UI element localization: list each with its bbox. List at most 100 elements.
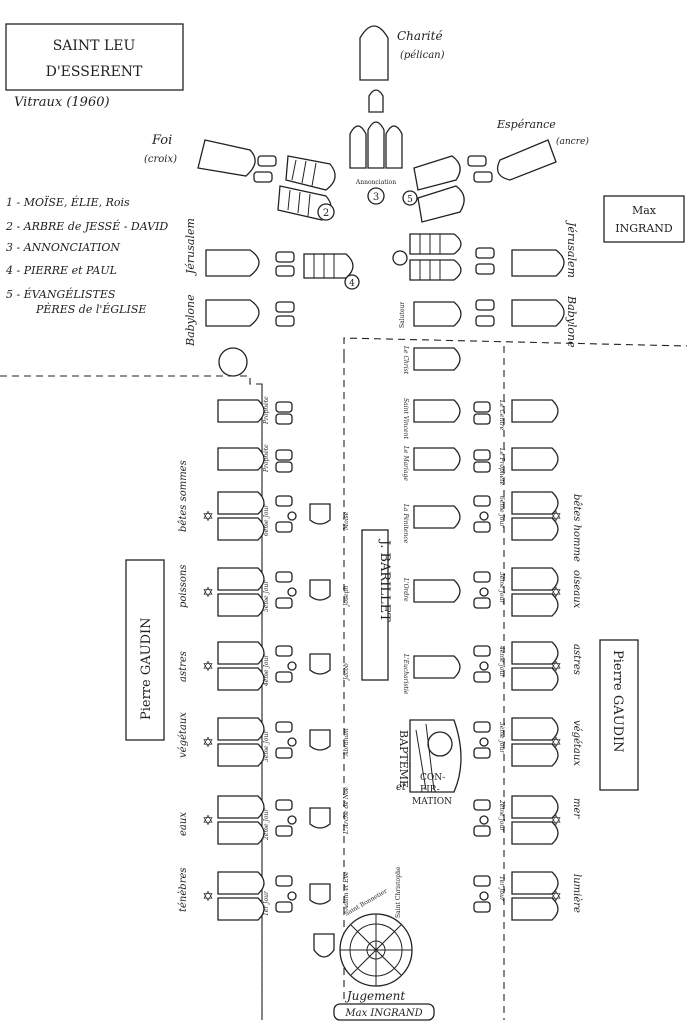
charite-sub: (pélican) (400, 50, 445, 61)
callout-4: 4 (349, 279, 355, 289)
star-icon: ✡ (550, 659, 562, 675)
nave-right-small-window (473, 645, 491, 657)
oculus-icon (287, 815, 297, 825)
jour-label-right: 4ème Jour (498, 645, 505, 678)
sacrament-label: Le Mariage (402, 445, 409, 481)
annonciation-label: Annonciation (355, 179, 396, 186)
upper-small-right-label: Le Prophète (498, 447, 505, 486)
nave-right-small-window (473, 747, 491, 759)
star-icon: ✡ (550, 735, 562, 751)
sacrament-label: L'Ordre (402, 577, 409, 602)
nave-left-small-window (275, 671, 293, 683)
nave-left-small-window (275, 495, 293, 507)
left-babylone: Babylone (184, 294, 197, 347)
oculus-icon (479, 815, 489, 825)
jour-label-right: 6ème Jour (498, 496, 505, 528)
choir-center-window (413, 301, 462, 327)
star-icon: ✡ (202, 735, 214, 751)
nave-left-label: L'Arche de Noé (343, 786, 350, 835)
left-outer-label: eaux (178, 812, 189, 836)
jesse-window-1 (285, 155, 336, 191)
foi-small-2 (253, 171, 273, 183)
nave-right-small-window (473, 461, 491, 473)
barillet-label: J. BARILLET (377, 538, 392, 622)
saluteur-label: Saluteur (399, 302, 406, 328)
oculus-icon (479, 587, 489, 597)
pierre-paul-window (303, 253, 354, 279)
nave-right-window (511, 717, 559, 741)
crossing-dashed-line-right (343, 337, 687, 356)
max-ingrand-box (603, 195, 685, 243)
nave-right-small-window (473, 495, 491, 507)
callout-4-circle (344, 274, 360, 290)
rose-side-window (313, 933, 335, 958)
star-icon: ✡ (202, 889, 214, 905)
star-icon: ✡ (550, 509, 562, 525)
nave-right-window (511, 491, 559, 515)
evangelistes-window-1 (409, 233, 462, 255)
nave-left-window (217, 517, 265, 541)
nave-left-window (217, 871, 265, 895)
legend: 1 - MOÏSE, ÉLIE, Rois 2 - ARBRE de JESSÉ… (5, 195, 168, 316)
right-outer-label: végétaux (571, 720, 582, 766)
nave-left-window (217, 491, 265, 515)
gaudin-right-box (599, 639, 639, 791)
right-babylone: Babylone (565, 295, 578, 348)
nave-left-label: Moïse (343, 511, 350, 531)
nave-center-left-window (309, 883, 331, 905)
title-box (5, 23, 184, 91)
nave-right-upper-window (511, 447, 559, 471)
legend-item-1: 1 - MOÏSE, ÉLIE, Rois (6, 195, 130, 209)
hatch (301, 160, 307, 184)
nave-left-small-window (275, 799, 293, 811)
nave-left-small-window (275, 401, 293, 413)
nave-left-window (217, 667, 265, 691)
right-outer-label: lumière (571, 874, 582, 913)
nave-left-window (217, 641, 265, 665)
nave-left-upper-window (217, 447, 265, 471)
star-icon: ✡ (202, 659, 214, 675)
hatch (415, 729, 427, 791)
apse-small-window (368, 89, 384, 113)
round-window (218, 347, 248, 377)
oculus-icon (479, 737, 489, 747)
nave-left-window (217, 897, 265, 921)
right-outer-label: mer (571, 798, 582, 819)
charite-window (359, 25, 389, 81)
nave-left-label: Adam et Ève (342, 871, 350, 911)
nave-right-small-window (473, 521, 491, 533)
nave-left-window (217, 743, 265, 767)
rose-side-left-label: Saint Bonnetier (344, 888, 389, 918)
hatch (425, 723, 435, 791)
oculus-icon (479, 661, 489, 671)
bapteme-line3: CON- (420, 773, 445, 783)
bapteme-rosette (427, 731, 453, 757)
choir-left-window-2 (205, 299, 260, 327)
crossing-dashed-line (0, 375, 263, 1020)
small (475, 315, 495, 327)
oculus-icon (479, 511, 489, 521)
bapteme-line5: MATION (412, 797, 452, 807)
nave-left-small-window (275, 825, 293, 837)
sacrament-window (413, 579, 461, 603)
nave-center-left-window (309, 503, 331, 525)
nave-left-small-window (275, 521, 293, 533)
callout-3: 3 (373, 192, 379, 203)
nave-right-window (511, 795, 559, 819)
star-icon: ✡ (202, 509, 214, 525)
oculus-icon (287, 587, 297, 597)
oculus-icon (287, 661, 297, 671)
nave-left-window (217, 717, 265, 741)
nave-right-window (511, 567, 559, 591)
gaudin-left-label: Pierre GAUDIN (139, 617, 154, 720)
nave-right-window (511, 517, 559, 541)
callout-5-circle-b (392, 250, 408, 266)
nave-center-left-window (309, 729, 331, 751)
hatch (287, 189, 291, 211)
hatch (311, 162, 317, 187)
jour-label-left: 3ème Jour (263, 730, 270, 762)
small (475, 299, 495, 311)
nave-left-window (217, 821, 265, 845)
nave-left-label: Jacob (343, 663, 350, 682)
